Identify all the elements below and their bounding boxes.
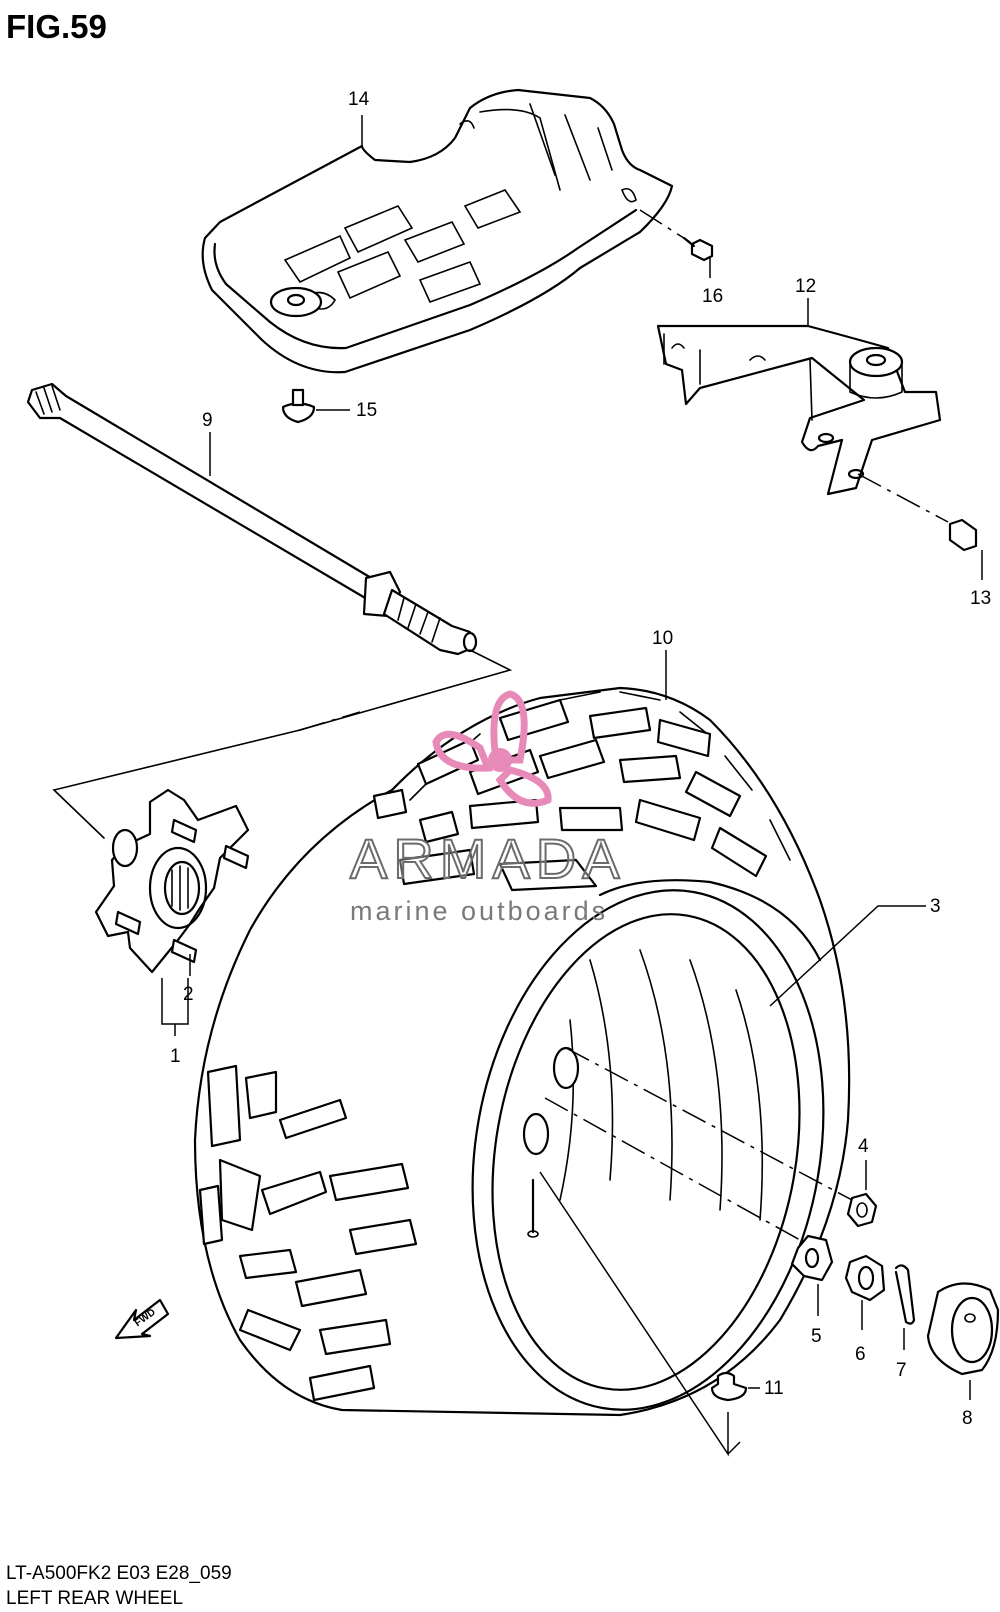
part-1-hub [94, 788, 250, 974]
callout-8: 8 [962, 1408, 973, 1429]
part-5-washer: 5 [790, 1234, 834, 1347]
callout-3: 3 [930, 896, 941, 917]
callout-4: 4 [858, 1136, 869, 1157]
callout-10: 10 [652, 628, 673, 649]
part-14-skid-plate [201, 88, 674, 374]
armada-logo [432, 690, 552, 807]
part-9-axle-shaft [26, 382, 478, 656]
part-3-wheel-rim [471, 889, 825, 1411]
callout-12: 12 [795, 276, 816, 297]
part-11-valve: 11 [539, 1171, 784, 1457]
part-13-bolt: 13 [857, 473, 991, 609]
callout-14: 14 [348, 89, 370, 110]
callout-16: 16 [702, 286, 723, 307]
part-16-bolt: 16 [639, 209, 723, 307]
callout-2: 2 [183, 984, 194, 1005]
watermark-brand: ARMADA [350, 827, 626, 890]
callout-5: 5 [811, 1326, 822, 1347]
callout-6: 6 [855, 1344, 866, 1365]
callout-15: 15 [356, 400, 377, 421]
figure-caption: LEFT REAR WHEEL [6, 1588, 183, 1609]
part-7-cotter-pin: 7 [894, 1264, 916, 1381]
model-code: LT-A500FK2 E03 E28_059 [6, 1563, 232, 1584]
watermark-tagline: marine outboards [350, 896, 608, 926]
callout-7: 7 [896, 1360, 907, 1381]
callout-9: 9 [202, 410, 213, 431]
fwd-arrow-icon: FWD [114, 1298, 170, 1340]
callout-1: 1 [170, 1046, 181, 1067]
figure-title: FIG.59 [6, 8, 107, 45]
part-8-hub-cap: 8 [926, 1282, 1000, 1429]
part-12-bracket [656, 324, 942, 496]
part-4-nut: 4 [846, 1136, 878, 1228]
part-6-castle-nut: 6 [844, 1254, 886, 1365]
callout-13: 13 [970, 588, 991, 609]
callout-11: 11 [764, 1378, 784, 1399]
part-15-clip: 15 [281, 388, 377, 424]
